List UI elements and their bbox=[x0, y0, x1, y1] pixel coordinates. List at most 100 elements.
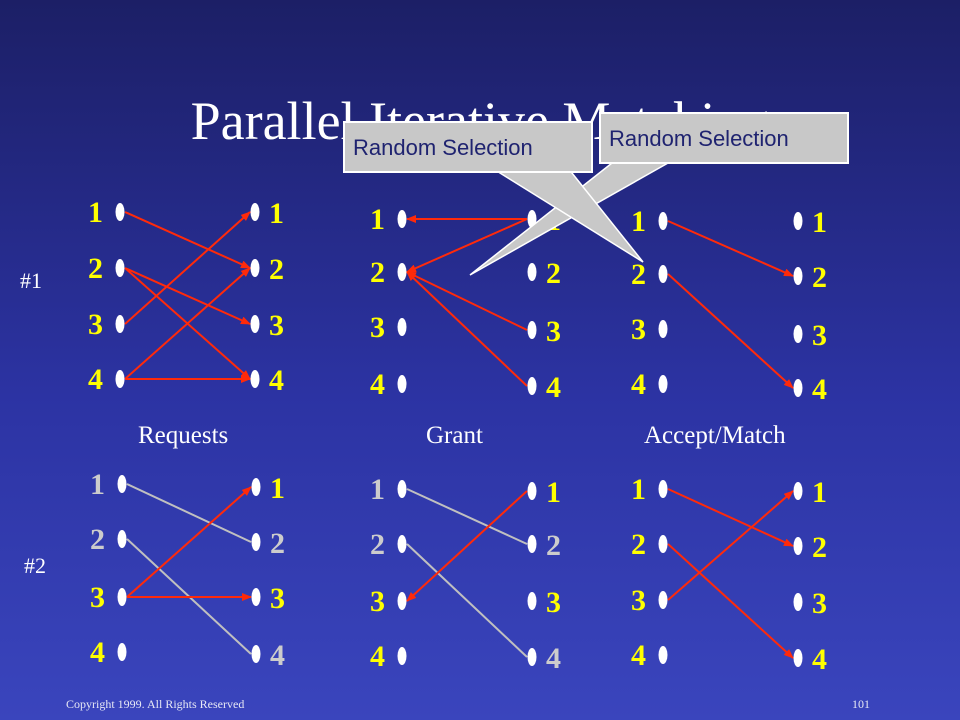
node-row1-grant-input-4 bbox=[397, 375, 407, 393]
node-row1-accept-match-output-4 bbox=[793, 379, 803, 397]
node-row1-accept-match-output-2 bbox=[793, 267, 803, 285]
label-row2-accept-match-input-3: 3 bbox=[631, 584, 646, 617]
node-row2-grant-input-4 bbox=[397, 647, 407, 665]
edge-row1-requests-in2-out3 bbox=[124, 267, 251, 325]
edge-row2-requests-in1-out2 bbox=[126, 483, 252, 543]
edge-row2-grant-in1-out2 bbox=[406, 488, 528, 545]
node-row2-accept-match-input-2 bbox=[658, 535, 668, 553]
edge-row1-requests-in4-out2 bbox=[124, 267, 251, 380]
node-row2-requests-input-4 bbox=[117, 643, 127, 661]
label-row2-requests-output-4: 4 bbox=[270, 639, 285, 672]
label-row1-accept-match-output-4: 4 bbox=[812, 373, 827, 406]
label-row1-requests-input-2: 2 bbox=[88, 252, 103, 285]
node-row2-grant-output-2 bbox=[527, 535, 537, 553]
node-row2-grant-input-3 bbox=[397, 592, 407, 610]
node-row1-requests-input-2 bbox=[115, 259, 125, 277]
footer-copyright: Copyright 1999. All Rights Reserved bbox=[66, 697, 245, 711]
label-row1-accept-match-input-1: 1 bbox=[631, 205, 646, 238]
callout-text-2: Random Selection bbox=[609, 126, 789, 151]
node-row2-grant-input-1 bbox=[397, 480, 407, 498]
callout-text-1: Random Selection bbox=[353, 135, 533, 160]
label-row1-grant-input-2: 2 bbox=[370, 256, 385, 289]
label-row2-grant-input-2: 2 bbox=[370, 528, 385, 561]
label-row2-requests-output-3: 3 bbox=[270, 582, 285, 615]
edge-row2-requests-in3-out1 bbox=[126, 486, 252, 598]
node-row2-requests-output-1 bbox=[251, 478, 261, 496]
label-row2-accept-match-input-1: 1 bbox=[631, 473, 646, 506]
label-row2-accept-match-output-2: 2 bbox=[812, 531, 827, 564]
node-row1-requests-input-1 bbox=[115, 203, 125, 221]
edge-row1-grant-in2-out4 bbox=[406, 271, 528, 387]
node-row2-grant-output-1 bbox=[527, 482, 537, 500]
label-row1-requests-input-4: 4 bbox=[88, 363, 103, 396]
label-row1-requests-input-3: 3 bbox=[88, 308, 103, 341]
node-row1-accept-match-input-3 bbox=[658, 320, 668, 338]
node-row2-requests-input-3 bbox=[117, 588, 127, 606]
label-row1-accept-match-output-3: 3 bbox=[812, 319, 827, 352]
node-row2-accept-match-input-1 bbox=[658, 480, 668, 498]
node-row2-accept-match-input-4 bbox=[658, 646, 668, 664]
label-row1-requests-output-2: 2 bbox=[269, 253, 284, 286]
node-row2-requests-output-3 bbox=[251, 588, 261, 606]
label-row2-accept-match-input-4: 4 bbox=[631, 639, 646, 672]
node-row1-requests-output-2 bbox=[250, 259, 260, 277]
edge-row1-accept-match-in2-out4 bbox=[667, 273, 794, 389]
label-row1-requests-output-3: 3 bbox=[269, 309, 284, 342]
edge-row1-accept-match-in1-out2 bbox=[667, 220, 794, 277]
stage-label-accept-match: Accept/Match bbox=[644, 422, 786, 449]
label-row2-requests-output-2: 2 bbox=[270, 527, 285, 560]
node-row1-accept-match-output-3 bbox=[793, 325, 803, 343]
label-row2-grant-output-2: 2 bbox=[546, 529, 561, 562]
node-row1-grant-input-2 bbox=[397, 263, 407, 281]
label-row1-accept-match-output-2: 2 bbox=[812, 261, 827, 294]
label-row2-grant-output-4: 4 bbox=[546, 642, 561, 675]
label-row1-requests-output-1: 1 bbox=[269, 197, 284, 230]
node-row2-requests-input-2 bbox=[117, 530, 127, 548]
node-row1-accept-match-input-1 bbox=[658, 212, 668, 230]
edge-row2-accept-match-in1-out2 bbox=[667, 488, 794, 547]
node-row2-grant-output-4 bbox=[527, 648, 537, 666]
node-row2-accept-match-output-1 bbox=[793, 482, 803, 500]
label-row2-requests-input-2: 2 bbox=[90, 523, 105, 556]
edge-row1-grant-in2-out1 bbox=[406, 218, 528, 273]
label-row1-grant-output-2: 2 bbox=[546, 257, 561, 290]
stage-label-requests: Requests bbox=[138, 422, 228, 449]
label-row1-grant-output-3: 3 bbox=[546, 315, 561, 348]
node-row1-requests-output-3 bbox=[250, 315, 260, 333]
node-row1-requests-output-4 bbox=[250, 370, 260, 388]
label-row2-grant-input-4: 4 bbox=[370, 640, 385, 673]
label-row2-accept-match-output-3: 3 bbox=[812, 587, 827, 620]
node-row2-grant-input-2 bbox=[397, 535, 407, 553]
label-row1-grant-input-1: 1 bbox=[370, 203, 385, 236]
edge-row1-grant-in2-out3 bbox=[406, 271, 528, 331]
edge-row2-accept-match-in3-out1 bbox=[667, 490, 794, 601]
edge-row1-requests-in3-out1 bbox=[124, 211, 251, 325]
node-row1-accept-match-input-4 bbox=[658, 375, 668, 393]
node-row1-requests-output-1 bbox=[250, 203, 260, 221]
node-row1-grant-output-4 bbox=[527, 377, 537, 395]
label-row2-accept-match-output-4: 4 bbox=[812, 643, 827, 676]
label-row2-requests-input-4: 4 bbox=[90, 636, 105, 669]
label-row1-accept-match-input-2: 2 bbox=[631, 258, 646, 291]
label-row2-requests-output-1: 1 bbox=[270, 472, 285, 505]
label-row1-accept-match-input-4: 4 bbox=[631, 368, 646, 401]
node-row1-requests-input-3 bbox=[115, 315, 125, 333]
node-row2-accept-match-output-4 bbox=[793, 649, 803, 667]
footer-page-number: 101 bbox=[852, 697, 870, 711]
label-row1-requests-output-4: 4 bbox=[269, 364, 284, 397]
row-label-2: #2 bbox=[24, 553, 46, 578]
node-row1-requests-input-4 bbox=[115, 370, 125, 388]
label-row1-accept-match-input-3: 3 bbox=[631, 313, 646, 346]
label-row2-accept-match-output-1: 1 bbox=[812, 476, 827, 509]
label-row2-grant-input-3: 3 bbox=[370, 585, 385, 618]
callout-box-1 bbox=[343, 121, 593, 173]
label-row1-grant-input-3: 3 bbox=[370, 311, 385, 344]
node-row1-grant-output-3 bbox=[527, 321, 537, 339]
node-row1-accept-match-output-1 bbox=[793, 212, 803, 230]
